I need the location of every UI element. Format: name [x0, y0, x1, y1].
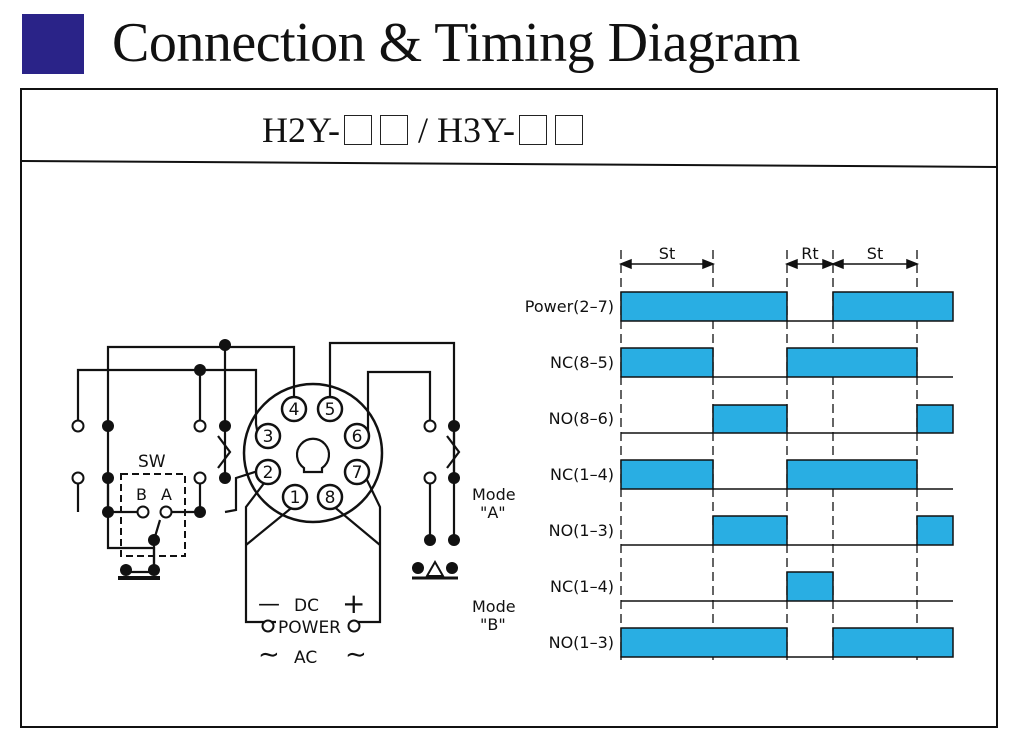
signal-row-mode-b-nc14: NC(1–4)	[550, 571, 953, 602]
wire-pin2-left	[224, 469, 259, 514]
lead-pin7	[364, 477, 382, 624]
dc-plus-label: +	[342, 587, 365, 620]
model-code-box	[519, 115, 547, 145]
signal-high	[620, 347, 714, 378]
pin-8-label: 8	[325, 488, 336, 508]
diagram-frame	[20, 88, 998, 728]
signal-label: NC(1–4)	[550, 465, 614, 484]
ac-label: AC	[294, 648, 317, 668]
dc-label: DC	[294, 596, 319, 616]
mode-b-word: Mode	[472, 597, 516, 616]
junction-dots	[102, 339, 460, 576]
model-h3y-label: / H3Y-	[418, 110, 515, 150]
wire-right-relay	[428, 426, 456, 540]
mode-a-word: Mode	[472, 485, 516, 504]
signal-label: NO(1–3)	[549, 521, 614, 540]
ac-tilde-left: ∼	[258, 640, 280, 670]
signal-high	[620, 459, 714, 490]
lead-pin2	[244, 477, 269, 624]
lead-pin8	[331, 504, 381, 546]
lead-pin1	[245, 504, 296, 546]
ac-tilde-right: ∼	[345, 640, 367, 670]
mode-a-letter: "A"	[480, 503, 506, 522]
signal-high	[832, 627, 954, 658]
terminal-triangle	[425, 559, 445, 577]
relay-contact-left	[217, 435, 232, 469]
pin-2: 2	[254, 458, 282, 486]
switch-label: SW	[138, 452, 166, 472]
model-code-box	[344, 115, 372, 145]
signal-label: NC(1–4)	[550, 577, 614, 596]
socket-key	[295, 437, 331, 474]
pin-8: 8	[316, 483, 344, 511]
pin-1: 1	[281, 483, 309, 511]
dc-minus-label: —	[258, 592, 280, 617]
signal-high	[786, 347, 918, 378]
interval-label-rt: Rt	[801, 244, 818, 263]
pin-6: 6	[343, 422, 371, 450]
page-title: Connection & Timing Diagram	[112, 12, 801, 74]
header-accent-square	[22, 14, 84, 74]
socket-pins: 1 2 3 4 5 6 7 8	[254, 395, 371, 511]
signal-row-mode-b-no13: NO(1–3)	[549, 627, 954, 658]
pin-7: 7	[343, 458, 371, 486]
wire-left-relay	[166, 347, 227, 514]
socket-outline	[242, 382, 384, 524]
signal-high	[832, 291, 954, 322]
signal-high	[712, 404, 788, 434]
switch-box	[120, 473, 186, 557]
signal-row-power: Power(2–7)	[525, 291, 954, 322]
signal-high	[712, 515, 788, 546]
pin-5: 5	[316, 395, 344, 423]
switch-b-label: B	[136, 485, 147, 504]
model-designation: H2Y- / H3Y-	[262, 108, 587, 152]
signal-row-mode-a-no13: NO(1–3)	[549, 515, 954, 546]
signal-label: NO(1–3)	[549, 633, 614, 652]
pin-6-label: 6	[352, 427, 363, 447]
wiring-diagram	[76, 341, 461, 624]
pin-3: 3	[254, 422, 282, 450]
relay-contact-right	[446, 435, 461, 469]
interval-label-st: St	[867, 244, 883, 263]
signal-label: Power(2–7)	[525, 297, 614, 316]
pin-5-label: 5	[325, 400, 336, 420]
signal-label: NO(8–6)	[549, 409, 614, 428]
pin-7-label: 7	[352, 463, 363, 483]
pin-4-label: 4	[289, 400, 300, 420]
signal-high	[786, 571, 834, 602]
interval-markers	[618, 258, 920, 270]
signal-row-no86: NO(8–6)	[549, 404, 954, 434]
wire-pin6	[366, 370, 432, 434]
model-code-box	[555, 115, 583, 145]
model-code-box	[380, 115, 408, 145]
signal-high	[620, 627, 788, 658]
pin-1-label: 1	[290, 488, 301, 508]
model-h2y-label: H2Y-	[262, 110, 340, 150]
pin-4: 4	[280, 395, 308, 423]
timing-diagram: St Rt St Power(2–7) NC(8–5) NO(8–6) NC(1…	[472, 244, 954, 660]
signal-high	[620, 291, 788, 322]
signal-high	[916, 404, 954, 434]
interval-label-st: St	[659, 244, 675, 263]
power-label: POWER	[278, 618, 341, 638]
pin-3-label: 3	[263, 427, 274, 447]
pin-2-label: 2	[263, 463, 274, 483]
signal-row-nc85: NC(8–5)	[550, 347, 953, 378]
mode-b-letter: "B"	[480, 615, 506, 634]
signal-high	[916, 515, 954, 546]
wire-pin3	[76, 368, 260, 437]
signal-label: NC(8–5)	[550, 353, 614, 372]
open-terminals	[71, 419, 437, 633]
signal-row-mode-a-nc14: NC(1–4)	[550, 459, 953, 490]
signal-high	[786, 459, 918, 490]
switch-a-label: A	[161, 485, 172, 504]
